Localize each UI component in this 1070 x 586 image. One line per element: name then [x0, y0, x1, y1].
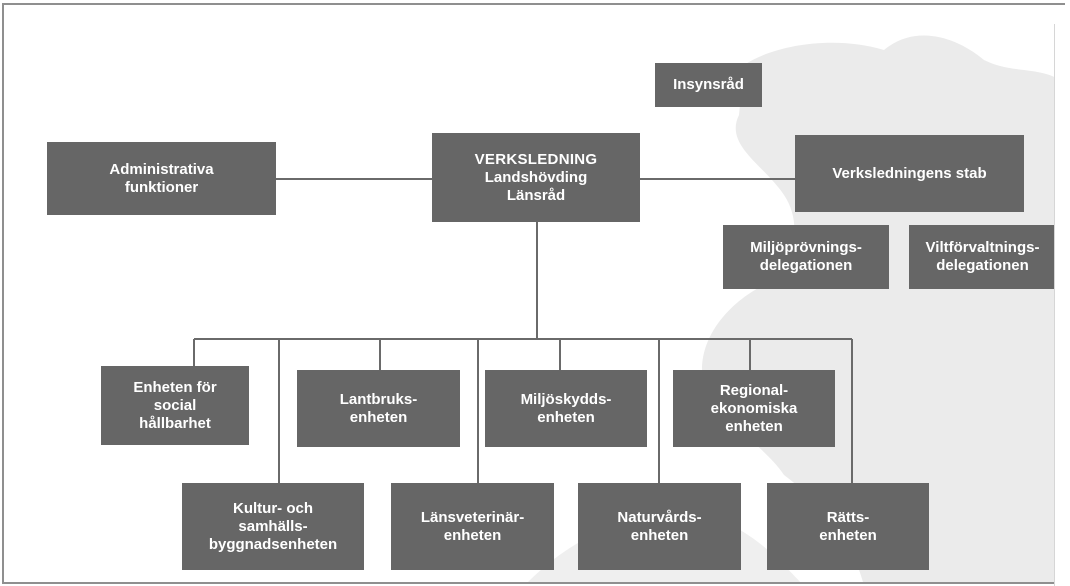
box-insynsrad: Insynsråd [655, 63, 762, 107]
box-kultur-line-2: samhälls- [238, 517, 308, 535]
box-miljoprovning-line-1: Miljöprövnings- [750, 239, 862, 256]
box-naturvard-line-1: Naturvårds- [617, 508, 702, 526]
box-miljoskyddsenheten: Miljöskydds- enheten [485, 370, 647, 447]
box-viltforvaltningsdelegationen: Viltförvaltnings- delegationen [909, 225, 1056, 289]
box-ratts-line-2: enheten [819, 526, 877, 544]
box-regional-line-1: Regional- [719, 381, 789, 399]
box-regional-line-2: ekonomiska [710, 399, 798, 417]
box-viltforvaltning-line-1: Viltförvaltnings- [925, 239, 1040, 256]
box-miljoprovning-line-2: delegationen [759, 257, 853, 274]
box-verksledningens-stab: Verksledningens stab [795, 135, 1024, 212]
box-administrativa-funktioner: Administrativa funktioner [47, 142, 276, 215]
box-regional-line-3: enheten [725, 417, 783, 435]
box-kultur-och-samhallsbyggnadsenheten: Kultur- och samhälls- byggnadsenheten [182, 483, 364, 570]
box-enheten-for-social-hallbarhet: Enheten för social hållbarhet [101, 366, 249, 445]
box-stab-line-1: Verksledningens stab [832, 164, 987, 182]
connector-lines [193, 178, 853, 483]
box-miljoskydd-line-2: enheten [537, 408, 595, 426]
box-administrativa-line-1: Administrativa [109, 160, 214, 178]
box-naturvard-line-2: enheten [630, 526, 689, 544]
box-verksledning-line-1: VERKSLEDNING [474, 150, 598, 168]
box-regionalekonomiska-enheten: Regional- ekonomiska enheten [673, 370, 835, 447]
box-verksledning-line-3: Länsråd [506, 186, 566, 204]
box-lansveterinarenheten: Länsveterinär- enheten [391, 483, 554, 570]
box-miljoskydd-line-1: Miljöskydds- [520, 390, 612, 408]
box-lantbruksenheten: Lantbruks- enheten [297, 370, 460, 447]
box-rattsenheten: Rätts- enheten [767, 483, 929, 570]
right-edge-rail [1054, 24, 1070, 586]
box-social-line-2: social [153, 396, 197, 414]
box-viltforvaltning-line-2: delegationen [936, 257, 1029, 274]
box-kultur-line-1: Kultur- och [233, 499, 313, 517]
org-chart-frame: Insynsråd Administrativa funktioner VERK… [2, 3, 1065, 584]
box-social-line-1: Enheten för [133, 378, 217, 396]
box-lansveterinar-line-2: enheten [443, 526, 502, 544]
box-social-line-3: hållbarhet [139, 414, 211, 432]
box-lansveterinar-line-1: Länsveterinär- [420, 508, 525, 526]
box-verksledning-line-2: Landshövding [484, 168, 588, 186]
box-insynsrad-line-1: Insynsråd [673, 76, 744, 93]
box-kultur-line-3: byggnadsenheten [208, 535, 338, 553]
box-lantbruk-line-1: Lantbruks- [339, 390, 418, 408]
box-miljoprovningsdelegationen: Miljöprövnings- delegationen [723, 225, 889, 289]
box-lantbruk-line-2: enheten [349, 408, 408, 426]
box-ratts-line-1: Rätts- [826, 508, 870, 526]
box-naturvardsenheten: Naturvårds- enheten [578, 483, 741, 570]
box-verksledning: VERKSLEDNING Landshövding Länsråd [432, 133, 640, 222]
box-administrativa-line-2: funktioner [124, 178, 199, 196]
